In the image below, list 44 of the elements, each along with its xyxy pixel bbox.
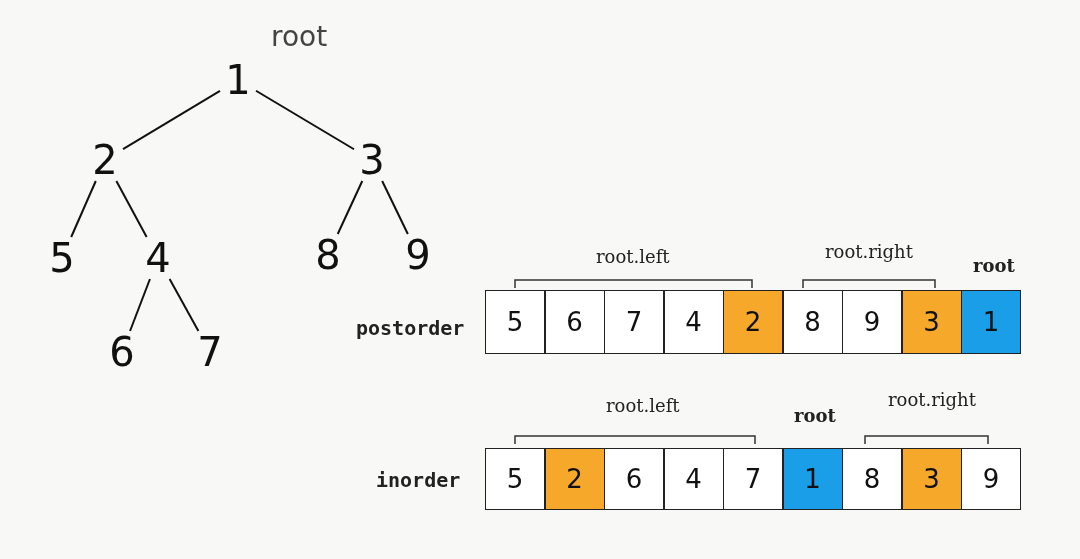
tree-node-number: 4 [140,235,176,281]
tree-edge [122,89,221,151]
tree-node-number: 2 [87,137,123,183]
array-cell: 6 [544,290,605,354]
row-label: postorder [356,316,465,340]
array-cell: 2 [723,290,783,354]
array-cell: 5 [485,290,545,354]
tree-node-number: 5 [44,235,80,281]
array-cell: 7 [604,290,664,354]
range-label: root.right [888,388,976,410]
tree-node-number: 9 [400,232,436,278]
array-cell: 5 [485,448,545,510]
array-cell: 3 [901,290,962,354]
tree-edge [255,89,355,151]
tree-edge [115,180,148,238]
tree-edge [129,278,151,332]
array-cell: 9 [961,448,1021,510]
array-cell: 6 [604,448,664,510]
tree-node-number: 8 [310,232,346,278]
array-cell: 2 [544,448,605,510]
row-label: inorder [376,468,461,492]
range-label: root [794,404,836,426]
tree-node-number: 7 [192,329,228,375]
array-cell: 1 [961,290,1021,354]
tree-edge [168,278,200,332]
tree-node-number: 6 [104,329,140,375]
array-cell: 7 [723,448,783,510]
range-label: root.left [596,245,670,267]
tree-node-number: 1 [220,57,256,103]
tree-edge [70,180,97,238]
array-cell: 9 [842,290,902,354]
array-cell: 1 [782,448,843,510]
range-label: root [973,254,1015,276]
range-label: root.right [825,240,913,262]
array-cell: 4 [663,448,724,510]
tree-edge [381,180,409,235]
root-label: root [271,19,328,53]
array-cell: 8 [782,290,843,354]
range-label: root.left [606,394,680,416]
array-cell: 8 [842,448,902,510]
array-cell: 3 [901,448,962,510]
tree-node-number: 3 [354,137,390,183]
tree-edge [336,180,364,235]
array-cell: 4 [663,290,724,354]
